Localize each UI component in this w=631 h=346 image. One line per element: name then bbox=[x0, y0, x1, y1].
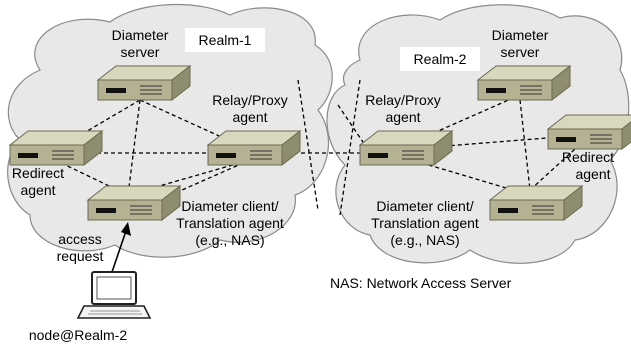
r2-redirect-label-2: agent bbox=[575, 166, 610, 182]
access-request-label-2: request bbox=[57, 248, 104, 264]
r1-diameter-client-icon bbox=[87, 185, 181, 221]
r1-client-label-2: Translation agent bbox=[176, 215, 284, 231]
r1-diameter-server-icon bbox=[97, 65, 191, 101]
realm-1-cloud bbox=[7, 3, 333, 258]
r1-server-label-1: Diameter bbox=[112, 27, 169, 43]
laptop-icon bbox=[76, 271, 152, 319]
r1-relay-label-1: Relay/Proxy bbox=[212, 92, 287, 108]
access-request-label-1: access bbox=[58, 231, 102, 247]
r1-client-label-1: Diameter client/ bbox=[181, 198, 278, 214]
user-node-label: node@Realm-2 bbox=[29, 327, 127, 343]
r2-relay-label-1: Relay/Proxy bbox=[365, 92, 440, 108]
r2-relay-proxy-agent-icon bbox=[359, 130, 453, 166]
r1-redirect-label-2: agent bbox=[20, 182, 55, 198]
r2-server-label-1: Diameter bbox=[492, 27, 549, 43]
r1-redirect-agent-icon bbox=[9, 130, 103, 166]
access-request-arrow bbox=[111, 222, 131, 273]
r1-server-label-2: server bbox=[121, 44, 160, 60]
nas-note: NAS: Network Access Server bbox=[330, 275, 512, 291]
r2-relay-label-2: agent bbox=[385, 109, 420, 125]
r1-redirect-label-1: Redirect bbox=[12, 165, 64, 181]
r2-diameter-client-icon bbox=[489, 185, 583, 221]
r2-client-label-1: Diameter client/ bbox=[376, 198, 473, 214]
inter-realm-link bbox=[287, 79, 365, 216]
realm-2-label: Realm-2 bbox=[414, 51, 467, 67]
realm-1-label-bg bbox=[185, 28, 265, 52]
r2-client-label-2: Translation agent bbox=[371, 215, 479, 231]
realm-1-label: Realm-1 bbox=[199, 32, 252, 48]
r2-diameter-server-icon bbox=[477, 65, 571, 101]
r2-redirect-label-1: Redirect bbox=[562, 149, 614, 165]
r2-redirect-agent-icon bbox=[547, 114, 631, 150]
realm-2-label-bg bbox=[400, 47, 480, 71]
r2-server-label-2: server bbox=[501, 44, 540, 60]
r1-relay-proxy-agent-icon bbox=[207, 130, 301, 166]
r1-relay-label-2: agent bbox=[232, 109, 267, 125]
r2-client-label-3: (e.g., NAS) bbox=[390, 232, 459, 248]
r1-client-label-3: (e.g., NAS) bbox=[195, 232, 264, 248]
